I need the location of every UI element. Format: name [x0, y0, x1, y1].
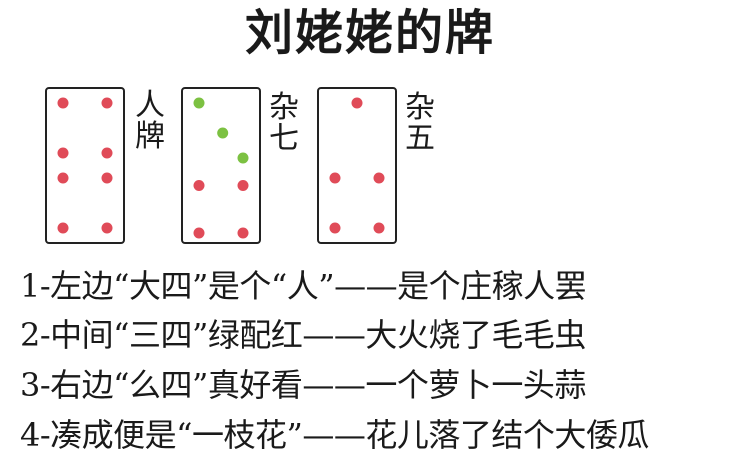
- ren-pai-pip-3: [57, 147, 69, 159]
- za-qi-pip-7: [237, 227, 249, 239]
- ren-pai-pip-6: [101, 172, 113, 184]
- page-title: 刘姥姥的牌: [244, 5, 495, 61]
- verse-line-4: 4-凑成便是“一枝花”——花儿落了结个大倭瓜: [20, 416, 649, 454]
- ren-pai-pip-7: [57, 222, 69, 234]
- tile-label-ren-pai: 人 牌: [135, 88, 165, 154]
- tile-label-za-qi: 杂 七: [269, 90, 299, 156]
- tile-za-wu: [317, 87, 397, 244]
- za-wu-pip-1: [351, 97, 363, 109]
- tile-za-qi-pips: [193, 97, 249, 239]
- tile-ren-pai: [45, 87, 125, 244]
- tile-label-za-wu: 杂 五: [405, 90, 435, 156]
- ren-pai-pip-1: [57, 97, 69, 109]
- verse-line-3: 3-右边“么四”真好看——一个萝卜一头蒜: [20, 366, 586, 404]
- za-wu-pip-3: [373, 172, 385, 184]
- ren-pai-pip-4: [101, 147, 113, 159]
- tile-ren-pai-pips: [57, 97, 113, 234]
- tile-za-wu-pips: [329, 97, 385, 234]
- ren-pai-pip-2: [101, 97, 113, 109]
- za-wu-pip-2: [329, 172, 341, 184]
- ren-pai-pip-8: [101, 222, 113, 234]
- za-wu-pip-5: [373, 222, 385, 234]
- za-wu-pip-4: [329, 222, 341, 234]
- za-qi-pip-2: [217, 127, 229, 139]
- verse-line-1: 1-左边“大四”是个“人”——是个庄稼人罢: [20, 267, 587, 305]
- za-qi-pip-4: [193, 180, 205, 191]
- za-qi-pip-6: [193, 227, 205, 239]
- za-qi-pip-5: [237, 180, 249, 191]
- za-qi-pip-1: [193, 97, 205, 109]
- tile-za-qi: [181, 87, 261, 244]
- ren-pai-pip-5: [57, 172, 69, 184]
- za-qi-pip-3: [237, 152, 249, 164]
- verse-line-2: 2-中间“三四”绿配红——大火烧了毛毛虫: [20, 316, 586, 354]
